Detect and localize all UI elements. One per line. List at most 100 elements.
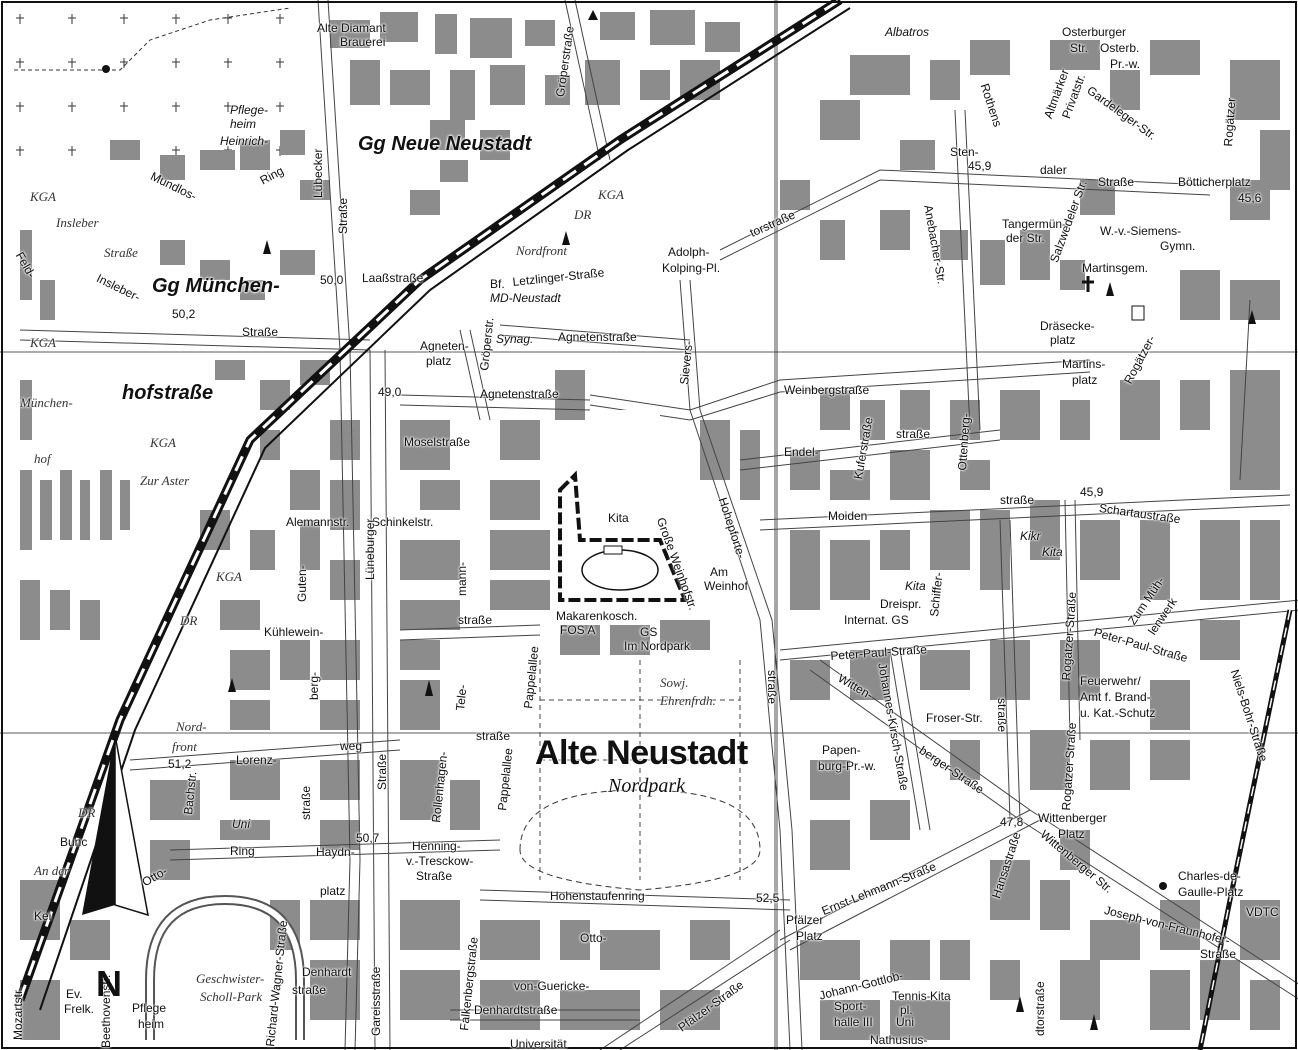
street-label: Gaulle-Platz	[1178, 885, 1244, 899]
district-label: Gg Neue Neustadt	[358, 133, 532, 155]
street-label: daler	[1040, 163, 1067, 177]
poi-label: Ehrenfrdh.	[660, 693, 716, 708]
street-label: platz	[320, 884, 346, 898]
street-label: Denhardt	[302, 965, 352, 979]
street-label: Straße	[1098, 175, 1135, 189]
building-marker-icon	[1131, 305, 1145, 321]
street-label: Straße	[104, 245, 138, 260]
street-label: von-Guericke-	[514, 979, 590, 993]
street-label: Osterb.	[1100, 41, 1140, 55]
street-label: Bötticherplatz	[1178, 175, 1251, 189]
church-icons	[102, 10, 1256, 1030]
street-label: Tele-	[453, 684, 470, 712]
poi-label: Ev.	[66, 987, 83, 1001]
poi-label: Martinsgem.	[1082, 261, 1149, 275]
street-label: Straße	[416, 869, 453, 883]
street-label: Straße	[242, 325, 279, 339]
elevation-label: 45,9	[968, 159, 992, 173]
street-label: Agnetenstraße	[480, 387, 559, 401]
poi-label: Frelk.	[64, 1002, 94, 1016]
elevation-label: 50,7	[356, 831, 380, 845]
street-label: dtorstraße	[1033, 981, 1047, 1036]
land-use-label: KGA	[150, 435, 176, 450]
poi-label: Brauerei	[340, 35, 386, 49]
district-label: Gg München-	[152, 275, 280, 297]
land-use-label: München-	[20, 395, 73, 410]
street-label: Kolping-Pl.	[662, 261, 721, 275]
street-label: platz	[1050, 333, 1076, 347]
street-label: Weinbergstraße	[784, 383, 870, 397]
street-label: Charles-de-	[1178, 869, 1241, 883]
land-use-label: DR	[78, 805, 96, 820]
street-label: Endel-	[784, 445, 819, 459]
street-label: Wittenberger	[1038, 811, 1107, 825]
elevation-label: 50,0	[320, 273, 344, 287]
street-label: Kei	[34, 909, 52, 923]
poi-label: Kita	[608, 511, 629, 525]
elevation-label: 49,0	[378, 385, 402, 399]
street-label: Dräsecke-	[1040, 319, 1095, 333]
street-label: burg-Pr.-w.	[818, 759, 877, 773]
street-label: Sten-	[950, 145, 979, 159]
street-label: Kühlewein-	[264, 625, 324, 639]
street-label: Otto-	[580, 931, 607, 945]
street-label: Froser-Str.	[926, 711, 983, 725]
street-label: Martins-	[1062, 357, 1106, 371]
street-label: straße	[995, 698, 1009, 733]
street-label: Hohenstaufenring	[550, 889, 645, 903]
street-label: berg-	[307, 671, 321, 700]
street-label: platz	[1072, 373, 1098, 387]
poi-label: Feuerwehr/	[1080, 674, 1141, 688]
street-label: weg	[340, 739, 363, 753]
street-label: Straße	[1200, 947, 1237, 961]
poi-label: Heinrich-	[220, 134, 269, 148]
street-label: Rogätzer	[1221, 97, 1239, 147]
street-label: Papen-	[822, 743, 861, 757]
street-label: An der	[34, 863, 70, 878]
street-label: straße	[299, 785, 313, 820]
street-label: Uni	[232, 817, 251, 831]
street-label: Haydn-	[316, 845, 355, 859]
street-label: Platz	[1058, 827, 1085, 841]
street-label: Gareisstraße	[369, 966, 383, 1036]
poi-label: Pflege-	[230, 103, 269, 117]
poi-label: W.-v.-Siemens-	[1100, 224, 1182, 238]
elevation-label: 50,2	[172, 307, 196, 321]
north-arrow-icon	[82, 734, 149, 917]
poi-label: Makarenkosch.	[556, 609, 638, 623]
poi-label: Tennis-	[892, 989, 931, 1003]
church-cross-icon	[1082, 276, 1094, 292]
street-label: Ottenberg-	[955, 412, 973, 471]
street-label: Moiden	[828, 509, 868, 523]
street-label: VDTC	[1246, 905, 1279, 919]
street-label: Pr.-w.	[1110, 57, 1141, 71]
poi-label: MD-Neustadt	[490, 291, 561, 305]
north-arrow-label: N	[96, 963, 122, 1004]
land-use-label: KGA	[30, 189, 56, 204]
street-label: Am	[710, 565, 728, 579]
street-label: straße	[476, 729, 511, 743]
poi-label: halle III	[834, 1015, 873, 1029]
poi-label: Amt f. Brand-	[1080, 690, 1151, 704]
poi-label: Gymn.	[1160, 239, 1196, 253]
street-label: Mozartstr.	[11, 987, 25, 1040]
street-label: straße	[458, 613, 493, 627]
poi-label: Bf.	[490, 277, 505, 291]
street-label: v.-Tresckow-	[406, 854, 474, 868]
poi-label: Alte Diamant	[317, 21, 386, 35]
street-label: Denhardtstraße	[474, 1003, 558, 1017]
elevation-label: 47,8	[1000, 815, 1024, 829]
street-label: Insleber	[56, 215, 99, 230]
land-use-label: hof	[34, 451, 51, 466]
park-title: Nordpark	[608, 775, 686, 797]
district-label: hofstraße	[122, 382, 214, 404]
street-label: mann-	[455, 561, 469, 596]
district-title: Alte Neustadt	[535, 734, 748, 772]
land-use-label: KGA	[216, 569, 242, 584]
poi-label: Albatros	[885, 25, 930, 39]
park-label: Geschwister-	[196, 971, 265, 986]
